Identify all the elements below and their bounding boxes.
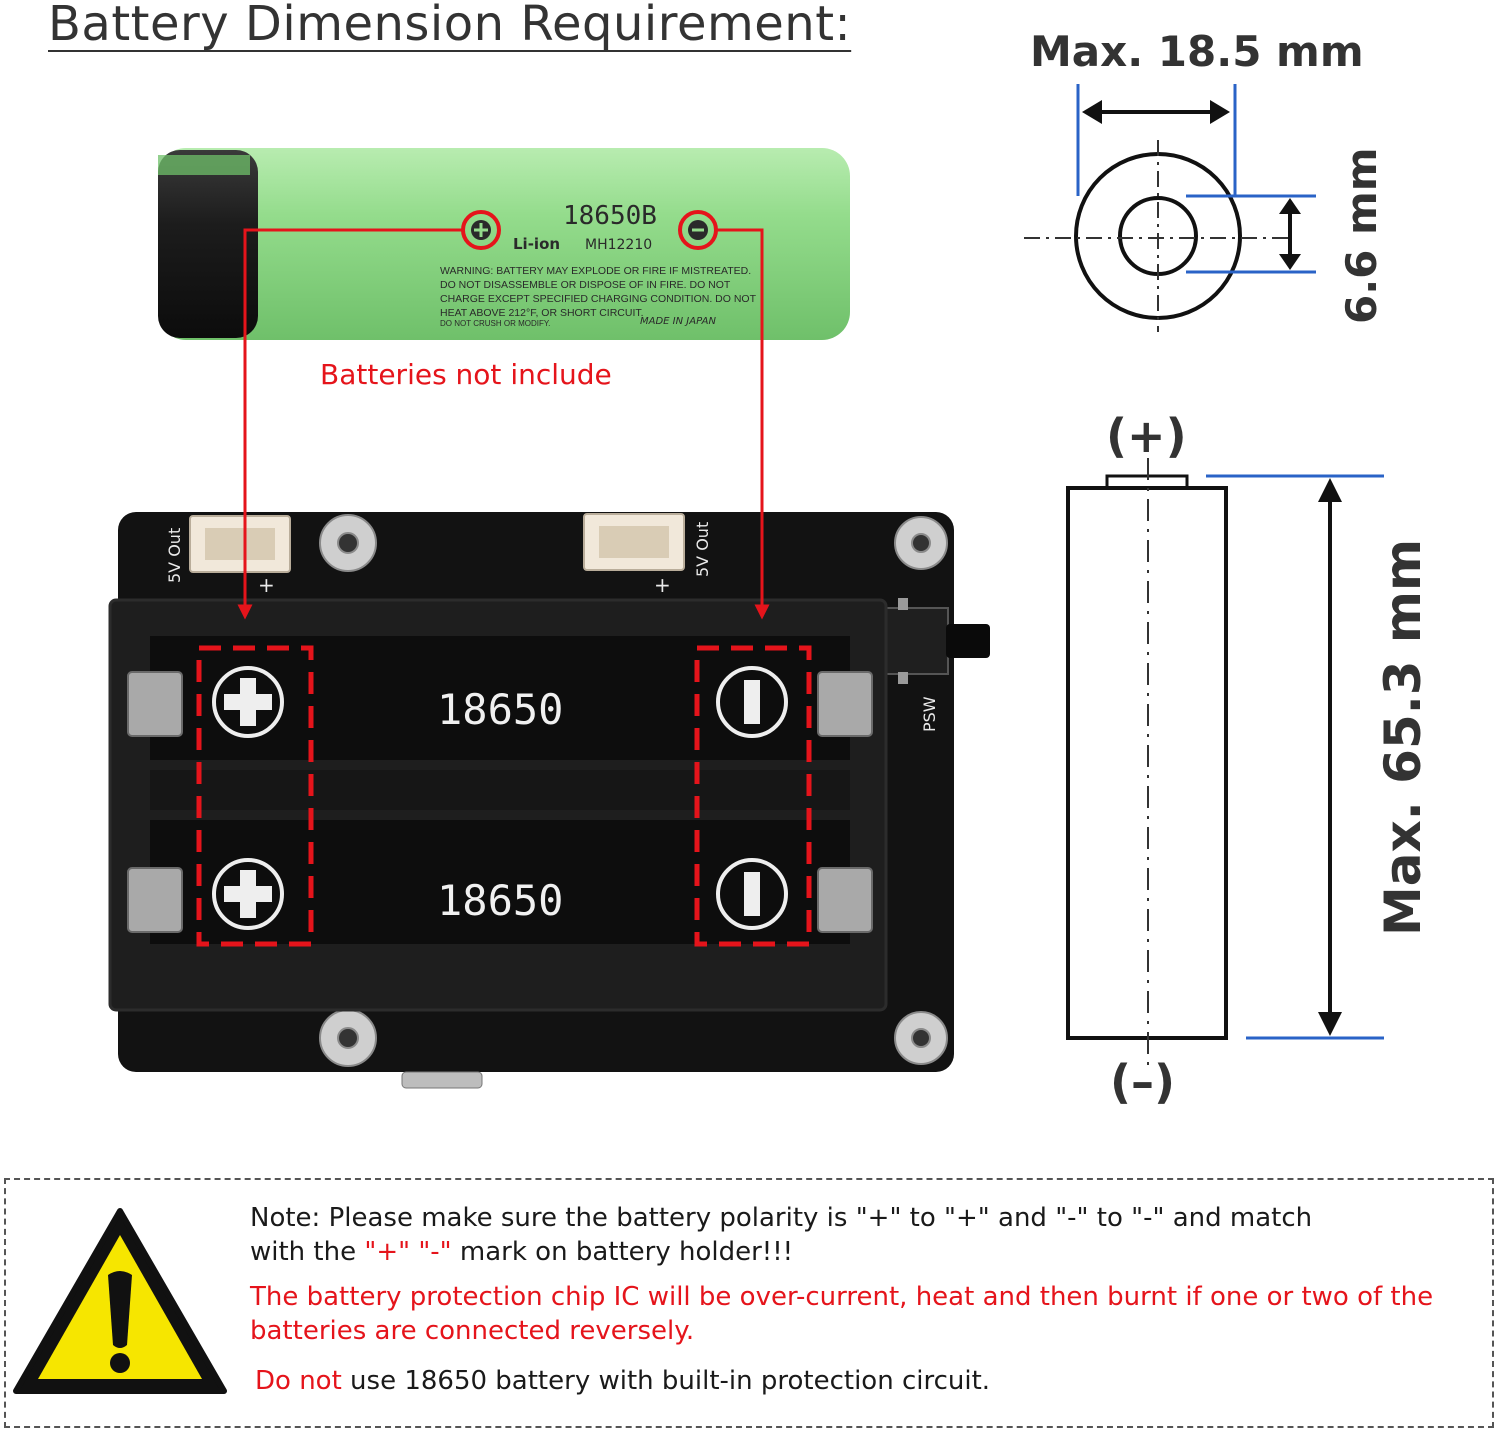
slot-bottom-label: 18650	[437, 876, 563, 925]
svg-text:WARNING: BATTERY MAY EXPLODE O: WARNING: BATTERY MAY EXPLODE OR FIRE IF …	[440, 265, 751, 277]
battery-origin-label: MADE IN JAPAN	[640, 316, 716, 327]
plus-side-highlight	[196, 645, 314, 947]
svg-text:CHARGE EXCEPT SPECIFIED CHARGI: CHARGE EXCEPT SPECIFIED CHARGING CONDITI…	[440, 293, 757, 305]
battery-warning-text: WARNING: BATTERY MAY EXPLODE OR FIRE IF …	[440, 265, 757, 328]
connector-right-icon	[583, 513, 685, 571]
mount-hole-icon	[319, 514, 948, 1067]
diagram-canvas: 18650B Li-ion MH12210 WARNING: BATTERY M…	[108, 27, 1432, 1109]
battery-code-label: MH12210	[585, 237, 652, 253]
note-line-1b: with the "+" "-" mark on battery holder!…	[250, 1237, 794, 1267]
svg-text:HEAT ABOVE 212°F, OR SHORT CIR: HEAT ABOVE 212°F, OR SHORT CIRCUIT.	[440, 307, 644, 319]
battery-illustration: 18650B Li-ion MH12210 WARNING: BATTERY M…	[158, 148, 850, 340]
svg-text:DO NOT DISASSEMBLE OR DISPOSE: DO NOT DISASSEMBLE OR DISPOSE OF IN FIRE…	[440, 279, 731, 291]
page-title: Battery Dimension Requirement:	[48, 0, 852, 52]
svg-text:DO NOT CRUSH OR MODIFY.: DO NOT CRUSH OR MODIFY.	[440, 319, 550, 328]
usb-port-icon	[401, 1071, 483, 1089]
minus-side-highlight	[694, 645, 812, 947]
slot-top-label: 18650	[437, 685, 563, 734]
battery-chem-label: Li-ion	[513, 235, 560, 253]
note-line-1a: Note: Please make sure the battery polar…	[250, 1203, 1313, 1233]
terminal-diameter-label: 6.6 mm	[1337, 147, 1386, 324]
polarity-guide-lines	[237, 228, 770, 620]
battery-minus-marker-icon	[678, 210, 718, 250]
battery-holder-board: 5V Out 5V Out + + PSW 18650 18650	[108, 512, 990, 1089]
negative-terminal-label: (–)	[1110, 1055, 1175, 1109]
length-label: Max. 65.3 mm	[1374, 539, 1432, 936]
minus-polarity-fill-icon	[744, 680, 760, 916]
battery-model-label: 18650B	[563, 201, 657, 231]
out-right-label: 5V Out	[693, 522, 712, 577]
warning-triangle-icon	[13, 1208, 227, 1394]
note-line-1: Note: Please make sure the battery polar…	[250, 1201, 1470, 1269]
power-switch-icon	[885, 598, 990, 684]
battery-shrink-cap	[158, 150, 258, 338]
positive-terminal-label: (+)	[1106, 409, 1187, 463]
diameter-drawing: Max. 18.5 mm 6.6 mm	[1024, 27, 1386, 332]
connector-left-icon	[189, 515, 291, 573]
out-left-label: 5V Out	[165, 528, 184, 583]
out-left-plus: +	[258, 573, 275, 597]
note-box	[4, 1178, 1494, 1428]
out-right-plus: +	[654, 573, 671, 597]
contact-clips-icon	[127, 671, 873, 933]
plus-polarity-icon	[212, 666, 284, 930]
plus-polarity-fill-icon	[224, 678, 272, 918]
note-line-2: The battery protection chip IC will be o…	[250, 1282, 1434, 1346]
note-line-3: Do not use 18650 battery with built-in p…	[255, 1366, 991, 1396]
switch-label: PSW	[920, 696, 939, 732]
length-drawing: (+) Max. 65.3 mm (–)	[1066, 409, 1432, 1109]
minus-polarity-icon	[716, 666, 788, 930]
diameter-label: Max. 18.5 mm	[1030, 27, 1364, 76]
battery-body	[158, 148, 850, 340]
batteries-not-included-label: Batteries not include	[320, 358, 612, 391]
